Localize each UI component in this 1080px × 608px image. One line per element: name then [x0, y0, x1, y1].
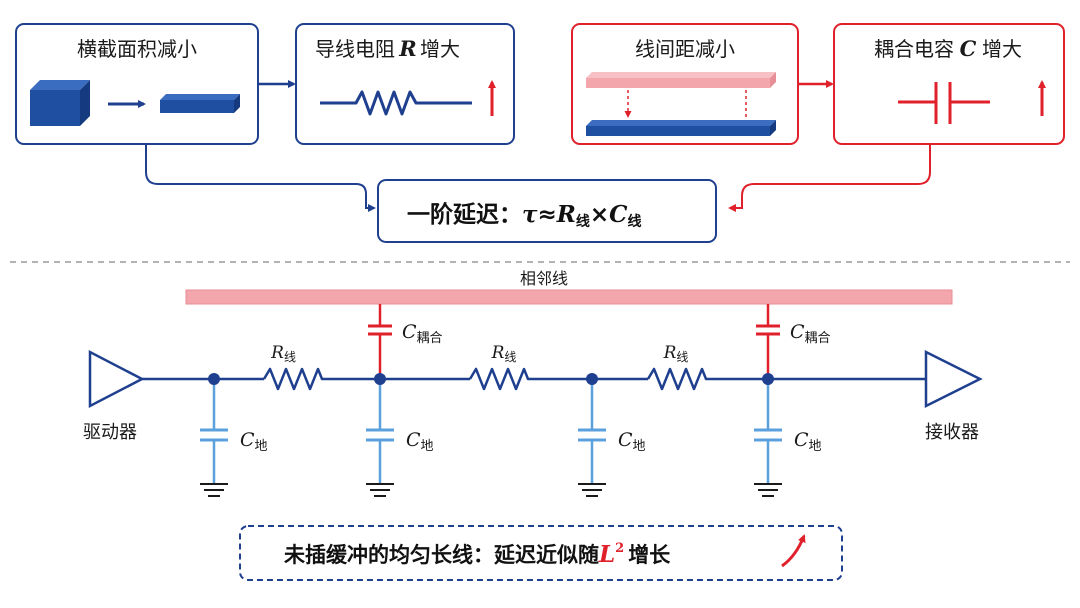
large-wire-cube-icon: [30, 80, 90, 126]
receiver-triangle-icon: [924, 349, 983, 409]
ground-capacitor-4: C地: [754, 379, 822, 497]
coupling-capacitor-2: C耦合: [756, 304, 831, 379]
coupling-title: 耦合电容: [874, 37, 954, 61]
svg-text:C地: C地: [240, 429, 268, 454]
coupling-suffix: 增大: [982, 37, 1022, 61]
circuit-nodes: [208, 373, 774, 385]
growth-arrow-icon: [781, 534, 806, 568]
driver-label: 驱动器: [83, 422, 137, 443]
svg-text:C耦合: C耦合: [790, 321, 831, 346]
resistor-icon: [320, 90, 472, 116]
ground-icon: [366, 483, 394, 497]
cross-section-title: 横截面积减小: [77, 37, 197, 61]
resistance-symbol: R: [398, 36, 416, 61]
spacing-title: 线间距减小: [635, 37, 735, 61]
resistance-box: 导线电阻 R 增大: [295, 23, 515, 145]
thin-wire-bar-icon: [160, 94, 240, 113]
coupling-capacitor-1: C耦合: [368, 304, 443, 379]
ground-capacitor-1: C地: [200, 379, 268, 497]
driver-triangle-icon: [88, 349, 145, 409]
coupling-box: 耦合电容 C 增大: [833, 23, 1065, 145]
ground-icon: [578, 483, 606, 497]
neighbor-line: [185, 289, 953, 305]
svg-text:C地: C地: [406, 429, 434, 454]
ground-capacitor-3: C地: [578, 379, 646, 497]
coupling-symbol: C: [960, 36, 977, 61]
receiver-label: 接收器: [925, 422, 979, 443]
neighbor-line-label: 相邻线: [520, 269, 568, 288]
wire-resistor-2: R线: [468, 343, 534, 391]
ground-icon: [200, 483, 228, 497]
svg-text:C地: C地: [794, 429, 822, 454]
ground-icon: [754, 483, 782, 497]
parallel-wires-icon: [586, 72, 776, 136]
wire-resistor-1: R线: [262, 343, 328, 391]
svg-text:C地: C地: [618, 429, 646, 454]
spacing-box: 线间距减小: [571, 23, 799, 145]
svg-text:R线: R线: [663, 343, 689, 364]
delay-formula: 一阶延迟：τ≈R线×C线: [407, 201, 641, 230]
capacitor-icon: [898, 82, 990, 124]
cross-section-box: 横截面积减小: [15, 23, 259, 145]
svg-text:C耦合: C耦合: [402, 321, 443, 346]
resistance-suffix: 增大: [420, 37, 460, 61]
resistance-to-formula-arrow: [145, 144, 376, 212]
delay-formula-box: 一阶延迟：τ≈R线×C线: [377, 179, 717, 243]
svg-text:R线: R线: [491, 343, 517, 364]
svg-text:R线: R线: [270, 343, 296, 364]
capacitance-to-formula-arrow: [728, 144, 931, 212]
resistance-title: 导线电阻: [315, 37, 395, 61]
wire-resistor-3: R线: [646, 343, 712, 391]
ground-capacitor-2: C地: [366, 379, 434, 497]
